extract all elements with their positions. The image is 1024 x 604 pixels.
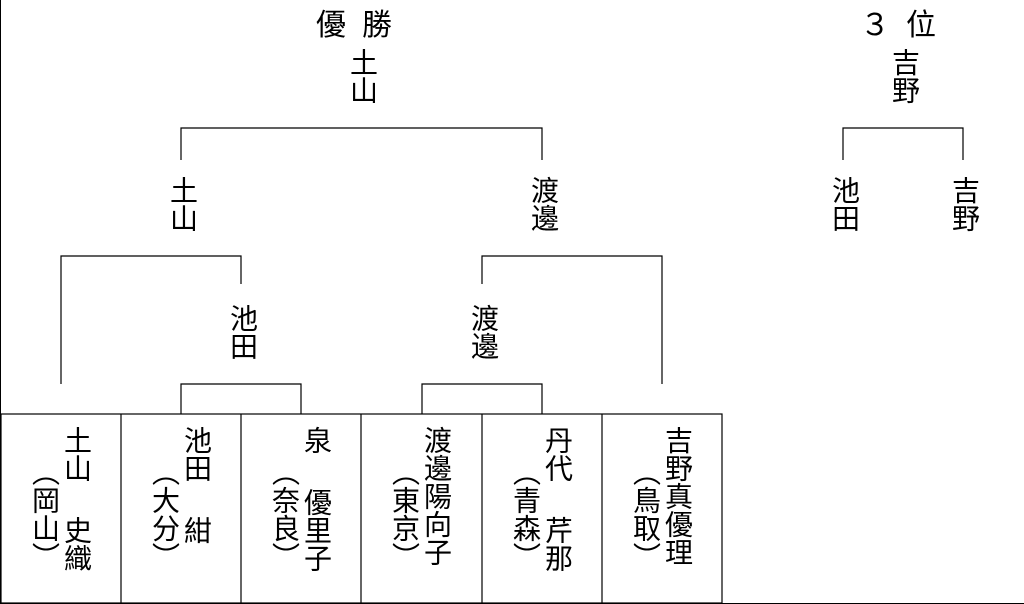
- player-prefecture: （大分）: [148, 458, 181, 570]
- player-given-name: 優里子: [300, 488, 333, 572]
- quarter-winner-right-name: 渡邊: [467, 304, 500, 360]
- player-prefecture: （奈良）: [268, 458, 301, 570]
- semi-winner-right-name: 渡邊: [527, 176, 560, 232]
- player-given-name: 陽向子: [420, 482, 453, 566]
- bracket-line-quarter-right: [421, 383, 543, 414]
- bracket-line-third: [842, 127, 964, 160]
- header-third-place: ３位: [860, 8, 952, 43]
- page-left-border: [0, 0, 1, 604]
- bracket-line-quarter-left: [180, 383, 302, 414]
- player-cell: 土山史織 （岡山）: [1, 414, 121, 604]
- player-given-name: 真優理: [661, 482, 694, 566]
- player-family-name: 土山: [60, 426, 93, 482]
- player-cell: 丹代芹那 （青森）: [482, 414, 602, 604]
- player-family-name: 吉野: [661, 426, 694, 482]
- player-given-name: 芹那: [541, 516, 574, 572]
- bracket-line-semi-right: [481, 255, 663, 384]
- player-family-name: 渡邊: [420, 426, 453, 482]
- player-family-name: 丹代: [541, 426, 574, 482]
- player-cell: 池田紺 （大分）: [121, 414, 241, 604]
- header-champion: 優勝: [316, 8, 408, 43]
- third-place-right-name: 吉野: [948, 176, 981, 232]
- player-cell: 渡邊陽向子 （東京）: [361, 414, 481, 604]
- player-prefecture: （岡山）: [28, 458, 61, 570]
- player-given-name: 史織: [60, 516, 93, 572]
- player-prefecture: （東京）: [388, 458, 421, 570]
- player-family-name: 池田: [180, 426, 213, 482]
- third-place-left-name: 池田: [828, 176, 861, 232]
- quarter-winner-left-name: 池田: [226, 304, 259, 360]
- bracket-line-semi-left: [60, 255, 242, 384]
- player-cell: 泉優里子 （奈良）: [241, 414, 361, 604]
- semi-winner-left-name: 土山: [166, 176, 199, 232]
- third-place-winner-name: 吉野: [888, 48, 921, 104]
- player-cell: 吉野真優理 （鳥取）: [602, 414, 722, 604]
- player-prefecture: （鳥取）: [629, 458, 662, 570]
- bracket-line-final: [180, 127, 543, 160]
- player-family-name: 泉: [300, 426, 333, 454]
- player-prefecture: （青森）: [509, 458, 542, 570]
- player-given-name: 紺: [180, 516, 213, 544]
- final-winner-name: 土山: [346, 48, 379, 104]
